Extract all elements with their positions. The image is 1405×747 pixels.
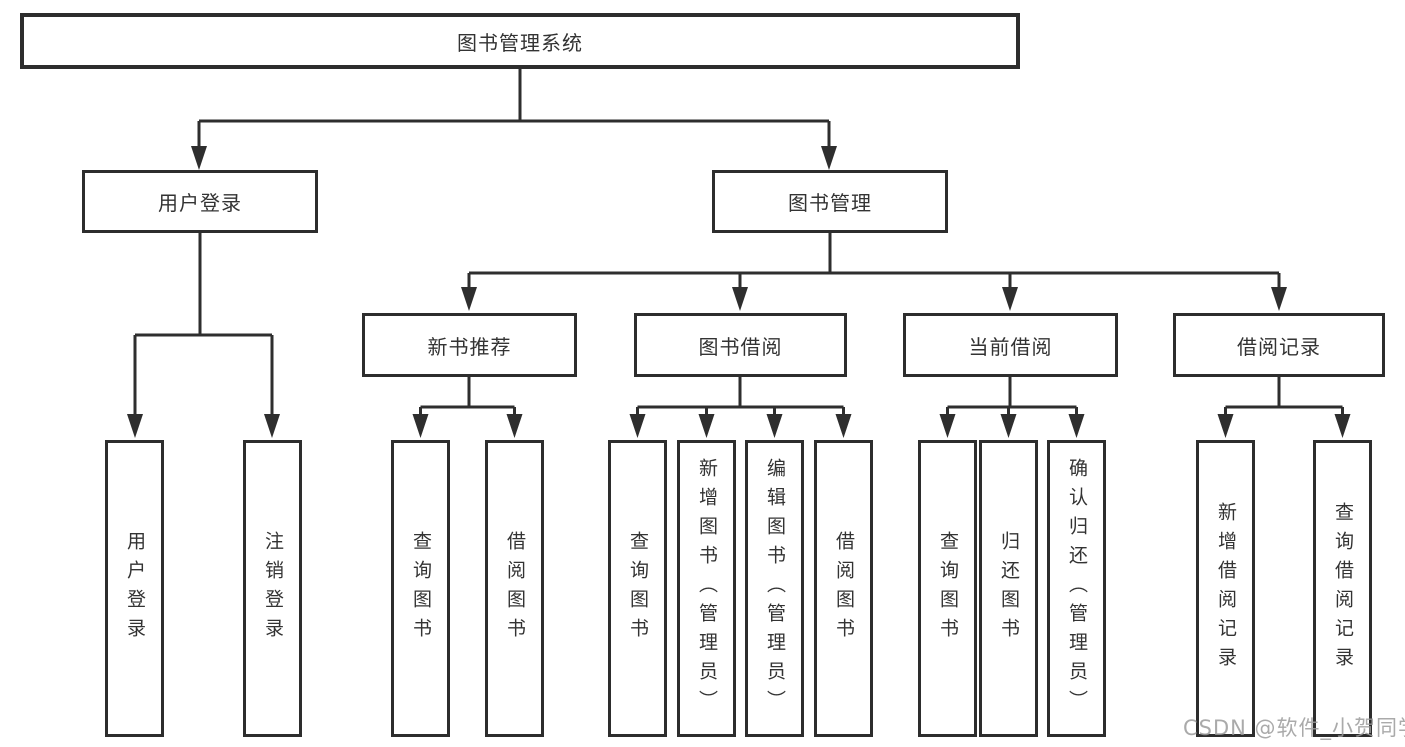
leaf-query-books-current: 查询图书 [918,440,977,737]
node-borrowing-records: 借阅记录 [1173,313,1385,377]
connector-userlogin-to-children [133,233,274,418]
leaf-return-books: 归还图书 [979,440,1038,737]
connector-borrow-to-children [636,377,845,418]
leaf-borrow-books-borrowing: 借阅图书 [814,440,873,737]
node-book-borrowing: 图书借阅 [634,313,847,377]
node-root-library-system: 图书管理系统 [20,13,1020,69]
node-book-management-module: 图书管理 [712,170,948,233]
connector-root-to-level2 [197,69,831,150]
leaf-logout: 注销登录 [243,440,302,737]
leaf-add-books-admin: 新增图书（管理员） [677,440,736,737]
node-current-borrowing: 当前借阅 [903,313,1118,377]
node-new-book-recommend: 新书推荐 [362,313,577,377]
watermark-text: CSDN @软件_小贺同学 [1183,716,1405,740]
connector-current-to-children [946,377,1078,418]
leaf-confirm-return-admin: 确认归还（管理员） [1047,440,1106,737]
leaf-add-borrow-record: 新增借阅记录 [1196,440,1255,737]
leaf-query-books-recommend: 查询图书 [391,440,450,737]
leaf-edit-books-admin: 编辑图书（管理员） [745,440,804,737]
connector-records-to-children [1224,377,1344,418]
connector-newbook-to-children [419,377,516,418]
leaf-query-books-borrowing: 查询图书 [608,440,667,737]
connector-lines [133,69,1344,418]
leaf-query-borrow-record: 查询借阅记录 [1313,440,1372,737]
node-user-login-module: 用户登录 [82,170,318,233]
arrowheads [127,146,1351,438]
leaf-borrow-books-recommend: 借阅图书 [485,440,544,737]
connector-bookmgmt-to-children [467,233,1281,291]
leaf-user-login: 用户登录 [105,440,164,737]
